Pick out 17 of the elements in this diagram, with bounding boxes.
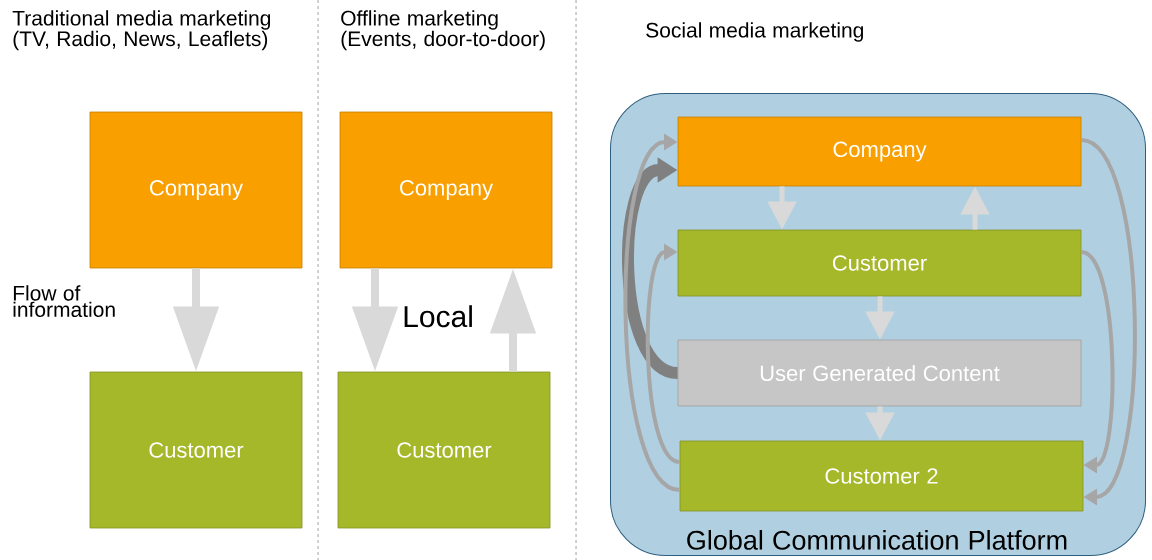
curved-arrow (1080, 138, 1137, 506)
heading: Offline marketing (Events, door-to-door) (341, 10, 545, 51)
curved-arrow (1080, 250, 1115, 474)
curved-arrow (623, 133, 681, 492)
curved-arrow (645, 243, 681, 464)
customer-box: Customer (337, 371, 551, 529)
customer-box: Customer 2 (679, 440, 1084, 512)
company-box: Company (89, 111, 303, 269)
company-box: Company (677, 116, 1082, 187)
heading: Social media marketing (646, 22, 863, 42)
customer-box: Customer (677, 229, 1082, 297)
customer-box: Customer (89, 371, 303, 529)
heading: Traditional media marketing (TV, Radio, News, Leaflets) (12, 10, 271, 51)
annotation: Flow of information (13, 285, 115, 318)
company-box: Company (339, 111, 553, 269)
annotation: Local (404, 305, 472, 328)
content-box: User Generated Content (677, 339, 1082, 407)
